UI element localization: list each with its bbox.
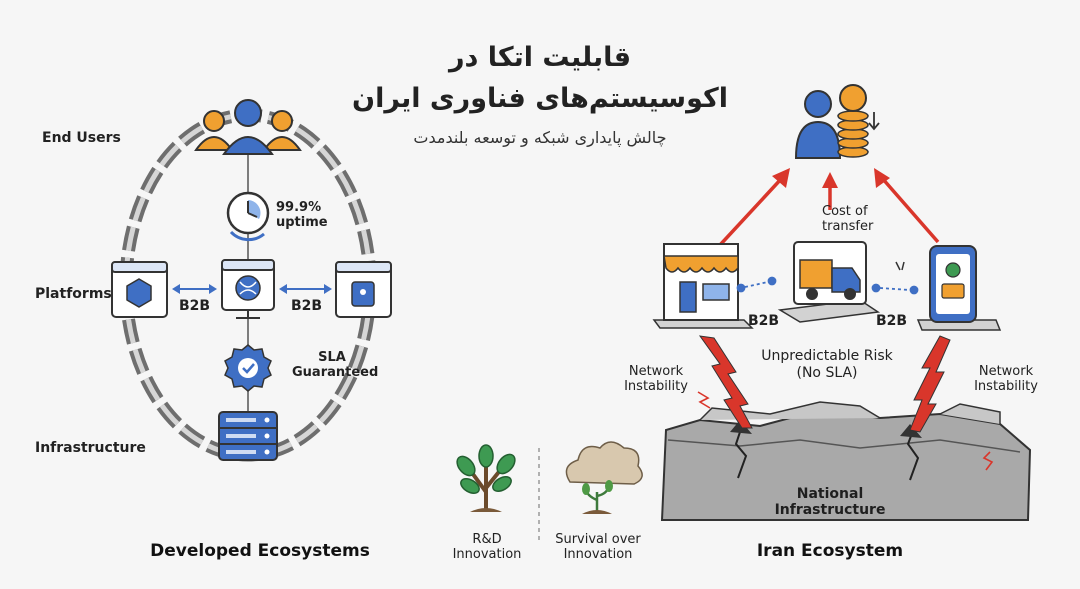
subtitle: چالش پایداری شبکه و توسعه بلندمدت [413,128,667,147]
survival-text: Survival over Innovation [549,532,647,562]
rd-line-2: Innovation [452,547,522,562]
label-platforms: Platforms [35,286,112,302]
network-instability-right: Network Instability [968,364,1044,394]
platform-window-left [111,261,168,318]
cost-line-2: transfer [822,219,874,234]
uptime-value: 99.9% [276,200,322,215]
b2b-arrow-right [279,284,332,294]
survival-line-2: Innovation [563,547,633,562]
b2b-arrow-left [172,284,217,294]
storefront-laptop-icon [652,243,754,329]
server-rack-icon [218,411,278,461]
lightning-bolt-right [909,335,951,433]
cost-line-1: Cost of [822,204,868,219]
unpredictable-risk-text: Unpredictable Risk (No SLA) [752,348,902,382]
user-with-coins-icon [794,84,880,159]
title-line-2: اکوسیستم‌های فناوری ایران [352,83,728,114]
label-infrastructure: Infrastructure [35,440,146,456]
net-right-line-2: Instability [974,379,1038,394]
iran-b2b-label-right: B2B [876,313,908,329]
b2b-label-right: B2B [291,298,323,314]
sla-badge-icon [224,344,272,392]
caption-developed: Developed Ecosystems [150,541,370,561]
b2b-label-left: B2B [179,298,211,314]
phone-wallet-icon [916,245,1002,331]
survival-line-1: Survival over [555,532,641,547]
net-left-line-1: Network [628,364,684,379]
platform-window-center [221,259,275,319]
network-instability-left: Network Instability [618,364,694,394]
iran-b2b-label-left: B2B [748,313,780,329]
risk-line-1: Unpredictable Risk [761,348,893,364]
label-end-users: End Users [42,130,121,146]
clock-icon [226,191,270,242]
national-infrastructure-rock [660,401,1032,521]
caption-iran: Iran Ecosystem [756,541,904,561]
healthy-tree-icon [456,444,516,512]
sla-text: SLA Guaranteed [292,350,379,380]
platform-window-right [335,261,392,318]
risk-line-2: (No SLA) [796,365,858,381]
delivery-truck-icon [777,241,881,323]
red-arrows-up [718,168,940,247]
users-group-icon [194,99,302,155]
lightning-bolt-left [698,335,753,429]
net-left-line-2: Instability [624,379,688,394]
net-right-line-1: Network [978,364,1034,379]
title-line-1: قابلیت اتکا در [448,42,631,73]
sla-line-1: SLA [318,350,346,365]
uptime-text: 99.9% uptime [276,200,346,230]
struggling-sprout-icon [565,441,643,514]
uptime-label: uptime [276,215,328,230]
rd-line-1: R&D [472,532,502,547]
rd-text: R&D Innovation [445,532,529,562]
connection-links [736,261,919,295]
sla-line-2: Guaranteed [292,365,379,380]
cost-of-transfer-text: Cost of transfer [822,204,902,234]
national-infrastructure-label: National Infrastructure [774,486,886,518]
